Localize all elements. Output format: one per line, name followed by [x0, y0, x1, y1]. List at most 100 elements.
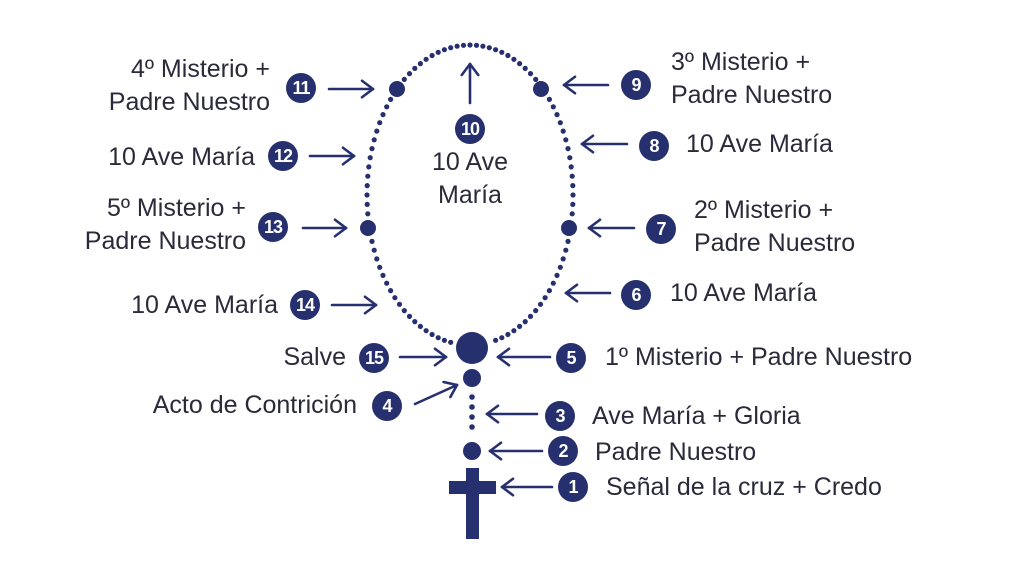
small-bead — [406, 71, 413, 77]
step-label-11: 4º Misterio + Padre Nuestro — [108, 55, 270, 116]
small-bead — [542, 295, 548, 301]
small-bead — [401, 76, 407, 82]
arrow-2 — [488, 441, 544, 461]
step-label-13: 5º Misterio + Padre Nuestro — [84, 194, 246, 255]
small-bead — [570, 192, 576, 198]
step-badge-13: 13 — [258, 212, 288, 242]
small-bead — [563, 247, 569, 253]
large-bead-11 — [389, 81, 405, 97]
small-bead — [467, 42, 473, 48]
step-badge-6: 6 — [621, 280, 651, 310]
small-bead — [380, 112, 386, 118]
small-bead — [569, 211, 575, 217]
arrow-7 — [587, 218, 636, 238]
small-bead — [367, 155, 373, 161]
step-label-4: Acto de Contrición — [152, 391, 357, 419]
pendant-bead-4 — [463, 369, 481, 387]
small-bead — [499, 335, 505, 341]
step-badge-3: 3 — [545, 401, 575, 431]
small-bead — [557, 264, 563, 270]
cross-horizontal — [449, 481, 496, 494]
small-bead — [511, 56, 517, 62]
small-bead — [435, 335, 441, 341]
step-label-8: 10 Ave María — [686, 130, 833, 158]
small-bead — [371, 247, 377, 253]
small-bead — [493, 337, 499, 343]
small-bead — [565, 146, 571, 152]
step-label-2: Padre Nuestro — [595, 438, 757, 466]
step-label-15: Salve — [283, 343, 346, 371]
step-badge-11: 11 — [286, 73, 316, 103]
small-bead — [473, 42, 480, 48]
pendant-small-bead — [469, 424, 475, 430]
step-badge-7: 7 — [646, 214, 676, 244]
small-bead — [401, 308, 407, 314]
arrow-5 — [496, 347, 552, 367]
small-bead — [369, 146, 375, 152]
pendant-small-bead — [469, 404, 475, 410]
arrow-12 — [308, 146, 356, 166]
small-bead — [417, 323, 423, 329]
arrow-13 — [301, 218, 348, 238]
arrow-11 — [327, 79, 375, 99]
pendant-bead-2 — [463, 442, 481, 460]
arrow-3 — [485, 404, 539, 424]
small-bead — [557, 120, 563, 126]
step-badge-14: 14 — [290, 290, 320, 320]
step-label-9: 3º Misterio + Padre Nuestro — [671, 48, 833, 109]
pendant-small-bead — [469, 414, 475, 420]
small-bead — [560, 256, 566, 262]
step-badge-9: 9 — [621, 70, 651, 100]
step-badge-12: 12 — [268, 141, 298, 171]
small-bead — [366, 164, 372, 170]
small-bead — [505, 52, 511, 59]
small-bead — [499, 49, 505, 55]
small-bead — [517, 61, 523, 67]
small-bead — [533, 308, 539, 314]
small-bead — [369, 238, 375, 244]
small-bead — [364, 192, 370, 198]
small-bead — [568, 164, 574, 170]
small-bead — [364, 201, 370, 207]
arrow-14 — [330, 295, 378, 315]
step-badge-4: 4 — [372, 391, 402, 421]
step-label-12: 10 Ave María — [108, 143, 255, 171]
small-bead — [377, 120, 383, 126]
arrow-10 — [460, 62, 480, 105]
small-bead — [371, 137, 377, 143]
step-badge-15: 15 — [359, 343, 389, 373]
small-bead — [454, 43, 460, 49]
small-bead — [493, 47, 499, 53]
step-label-1: Señal de la cruz + Credo — [606, 473, 882, 501]
arrow-8 — [580, 134, 629, 154]
small-bead — [570, 201, 576, 207]
small-bead — [388, 288, 394, 294]
small-bead — [412, 65, 418, 71]
step-badge-5: 5 — [556, 343, 586, 373]
small-bead — [527, 313, 534, 319]
small-bead — [505, 331, 511, 338]
step-label-5: 1º Misterio + Padre Nuestro — [605, 343, 913, 371]
arrow-1 — [500, 477, 554, 497]
arrow-6 — [564, 283, 612, 303]
small-bead — [384, 280, 390, 286]
small-bead — [546, 96, 553, 102]
step-label-10: 10 Ave María — [431, 148, 508, 209]
pendant-small-bead — [469, 394, 475, 400]
small-bead — [522, 65, 528, 71]
small-bead — [563, 137, 569, 143]
small-bead — [486, 45, 492, 51]
step-badge-10: 10 — [455, 114, 485, 144]
small-bead — [560, 128, 566, 134]
small-bead — [423, 56, 429, 62]
step-label-3: Ave María + Gloria — [592, 402, 801, 430]
arrow-15 — [398, 347, 448, 367]
small-bead — [377, 264, 383, 270]
small-bead — [441, 337, 447, 343]
small-bead — [374, 128, 380, 134]
small-bead — [364, 183, 370, 189]
small-bead — [570, 183, 576, 189]
large-bead-13 — [360, 220, 376, 236]
small-bead — [435, 49, 441, 55]
